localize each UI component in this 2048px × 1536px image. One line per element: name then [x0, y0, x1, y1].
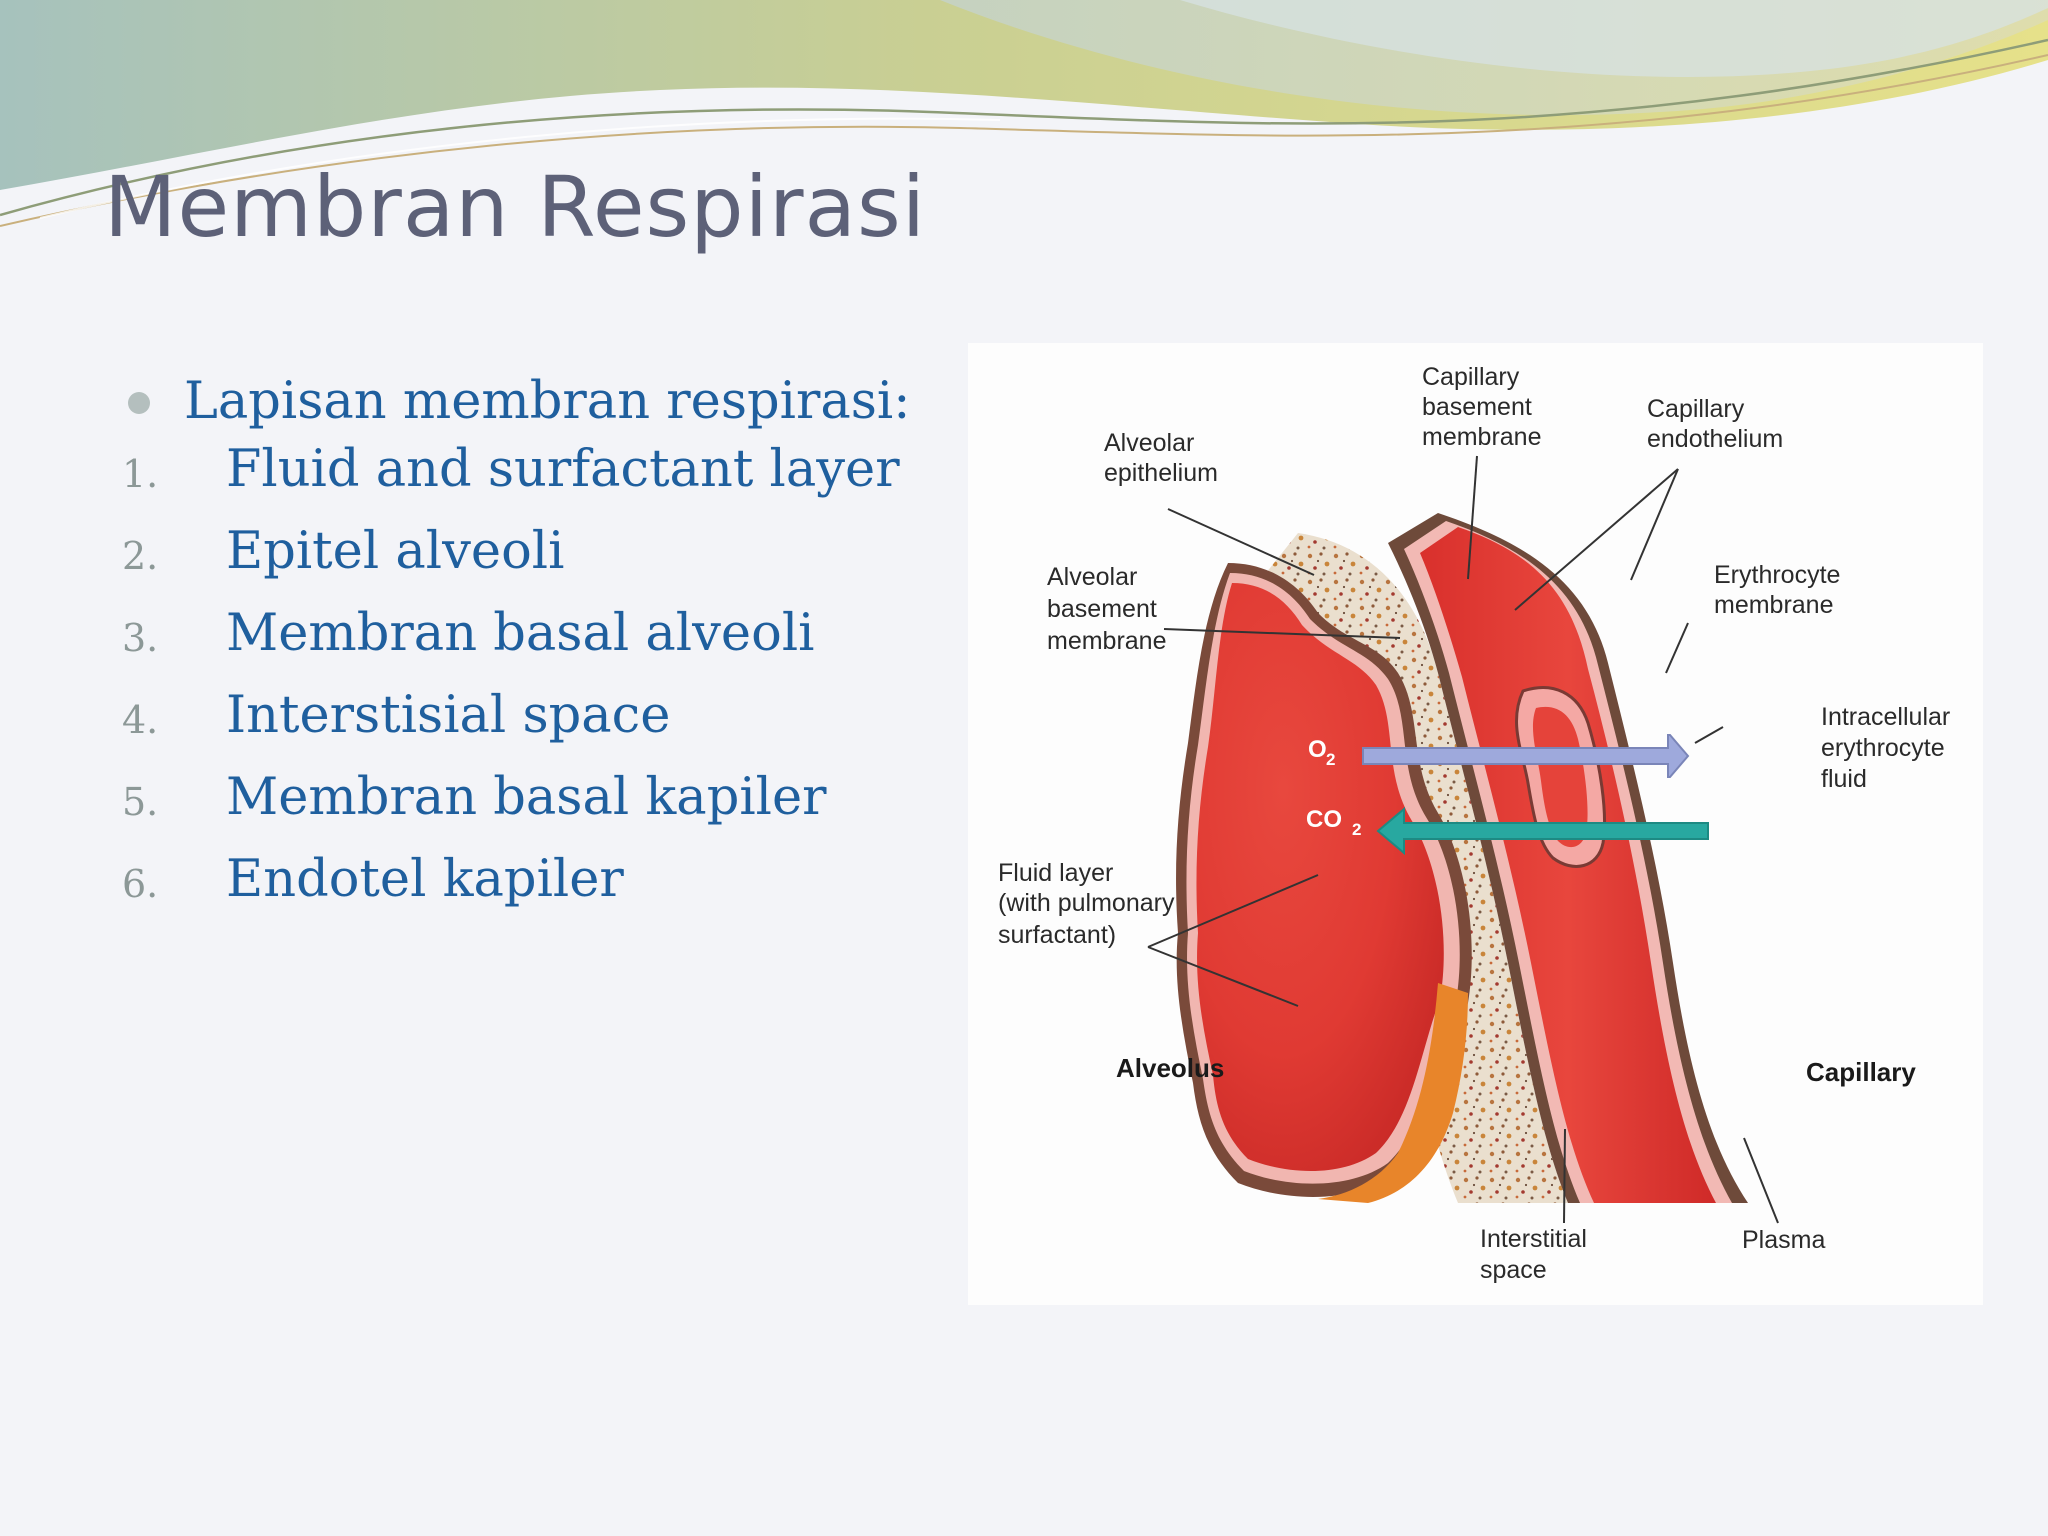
label-alveolar-basement-3: membrane	[1047, 627, 1167, 655]
label-fluid-layer: Fluid layer	[998, 859, 1113, 887]
list-text: Epitel alveoli	[226, 522, 565, 581]
label-alveolar-basement: Alveolar	[1047, 563, 1137, 591]
list-text: Interstisial space	[226, 686, 671, 745]
bullet-item: Lapisan membran respirasi:	[120, 370, 920, 438]
list-number: 6.	[122, 862, 159, 906]
list-item: 2. Epitel alveoli	[120, 520, 920, 602]
label-alveolar-epithelium-2: epithelium	[1104, 459, 1218, 487]
respiratory-membrane-diagram: O 2 CO 2 Capillary basement membrane Cap…	[968, 343, 1983, 1305]
diagram-illustration: O 2 CO 2 Capillary basement membrane Cap…	[998, 363, 1950, 1284]
o2-label: O	[1308, 736, 1327, 763]
leader-lines	[1147, 455, 1779, 1224]
label-intracellular-fluid-2: erythrocyte	[1821, 734, 1945, 762]
label-capillary: Capillary	[1806, 1057, 1916, 1087]
list-number: 2.	[122, 534, 159, 578]
label-intracellular-fluid-3: fluid	[1821, 765, 1867, 793]
list-number: 5.	[122, 780, 159, 824]
bullet-text: Lapisan membran respirasi:	[184, 372, 911, 431]
list-text: Fluid and surfactant layer	[226, 440, 900, 499]
alveolus-interior	[1196, 583, 1444, 1172]
list-item: 1. Fluid and surfactant layer	[120, 438, 920, 520]
label-erythrocyte-membrane: Erythrocyte	[1714, 561, 1840, 589]
header-banner	[0, 0, 2048, 227]
alveolar-basement-orange	[1318, 983, 1468, 1203]
co2-subscript: 2	[1352, 820, 1361, 839]
o2-arrow-icon	[1362, 734, 1690, 778]
co2-label: CO	[1306, 806, 1342, 833]
label-capillary-basement: Capillary	[1422, 363, 1520, 391]
list-item: 3. Membran basal alveoli	[120, 602, 920, 684]
label-erythrocyte-membrane-2: membrane	[1714, 591, 1834, 619]
co2-arrow-icon	[1376, 806, 1709, 856]
label-interstitial-space: Interstitial	[1480, 1225, 1587, 1253]
label-fluid-layer-3: surfactant)	[998, 921, 1116, 949]
label-capillary-endothelium-2: endothelium	[1647, 425, 1783, 453]
label-fluid-layer-2: (with pulmonary	[998, 889, 1175, 917]
label-capillary-endothelium: Capillary	[1647, 395, 1745, 423]
label-alveolar-epithelium: Alveolar	[1104, 429, 1194, 457]
list-item: 4. Interstisial space	[120, 684, 920, 766]
label-plasma: Plasma	[1742, 1226, 1825, 1254]
label-interstitial-space-2: space	[1480, 1256, 1547, 1284]
label-alveolar-basement-2: basement	[1047, 595, 1157, 623]
list-text: Endotel kapiler	[226, 850, 624, 909]
erythrocyte-interior	[1532, 706, 1588, 848]
list-number: 1.	[122, 452, 159, 496]
label-alveolus: Alveolus	[1116, 1053, 1224, 1083]
content-list: Lapisan membran respirasi: 1. Fluid and …	[120, 370, 920, 930]
list-item: 5. Membran basal kapiler	[120, 766, 920, 848]
slide-title: Membran Respirasi	[104, 158, 927, 256]
list-text: Membran basal kapiler	[226, 768, 827, 827]
label-capillary-basement-3: membrane	[1422, 423, 1542, 451]
list-item: 6. Endotel kapiler	[120, 848, 920, 930]
o2-subscript: 2	[1326, 750, 1335, 769]
list-number: 4.	[122, 698, 159, 742]
label-intracellular-fluid: Intracellular	[1821, 703, 1950, 731]
list-text: Membran basal alveoli	[226, 604, 815, 663]
bullet-dot-icon	[128, 392, 150, 414]
list-number: 3.	[122, 616, 159, 660]
label-capillary-basement-2: basement	[1422, 393, 1532, 421]
